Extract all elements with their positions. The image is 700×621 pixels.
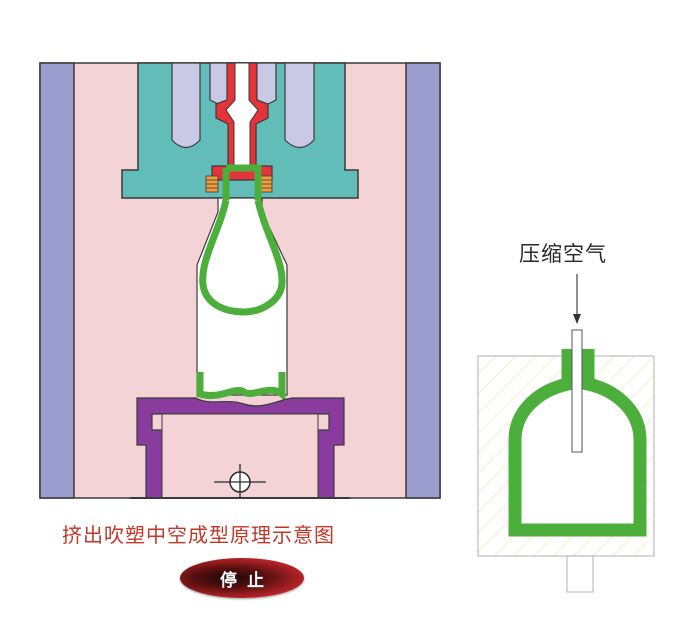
parison-neck bbox=[226, 164, 262, 200]
blow-tube bbox=[571, 329, 583, 453]
mold-base bbox=[136, 397, 345, 499]
diagram-caption: 挤出吹塑中空成型原理示意图 bbox=[62, 523, 335, 547]
parison-bottom bbox=[196, 372, 286, 402]
right-side-plate bbox=[405, 62, 441, 499]
die-slot-left bbox=[171, 62, 201, 149]
extrusion-blow-molding-apparatus bbox=[39, 62, 441, 499]
air-arrow-head bbox=[573, 314, 581, 324]
left-side-plate bbox=[39, 62, 75, 499]
bottle-wall bbox=[508, 349, 647, 537]
bottom-pin bbox=[566, 555, 594, 593]
stop-button[interactable]: 停止 bbox=[180, 558, 304, 598]
thread-marks bbox=[205, 175, 273, 193]
die-slot-right bbox=[284, 62, 315, 149]
compressed-air-label: 压缩空气 bbox=[519, 242, 607, 266]
compressed-air-diagram bbox=[477, 274, 655, 593]
crosshair-icon bbox=[214, 464, 266, 498]
parison-bulb bbox=[199, 199, 286, 316]
